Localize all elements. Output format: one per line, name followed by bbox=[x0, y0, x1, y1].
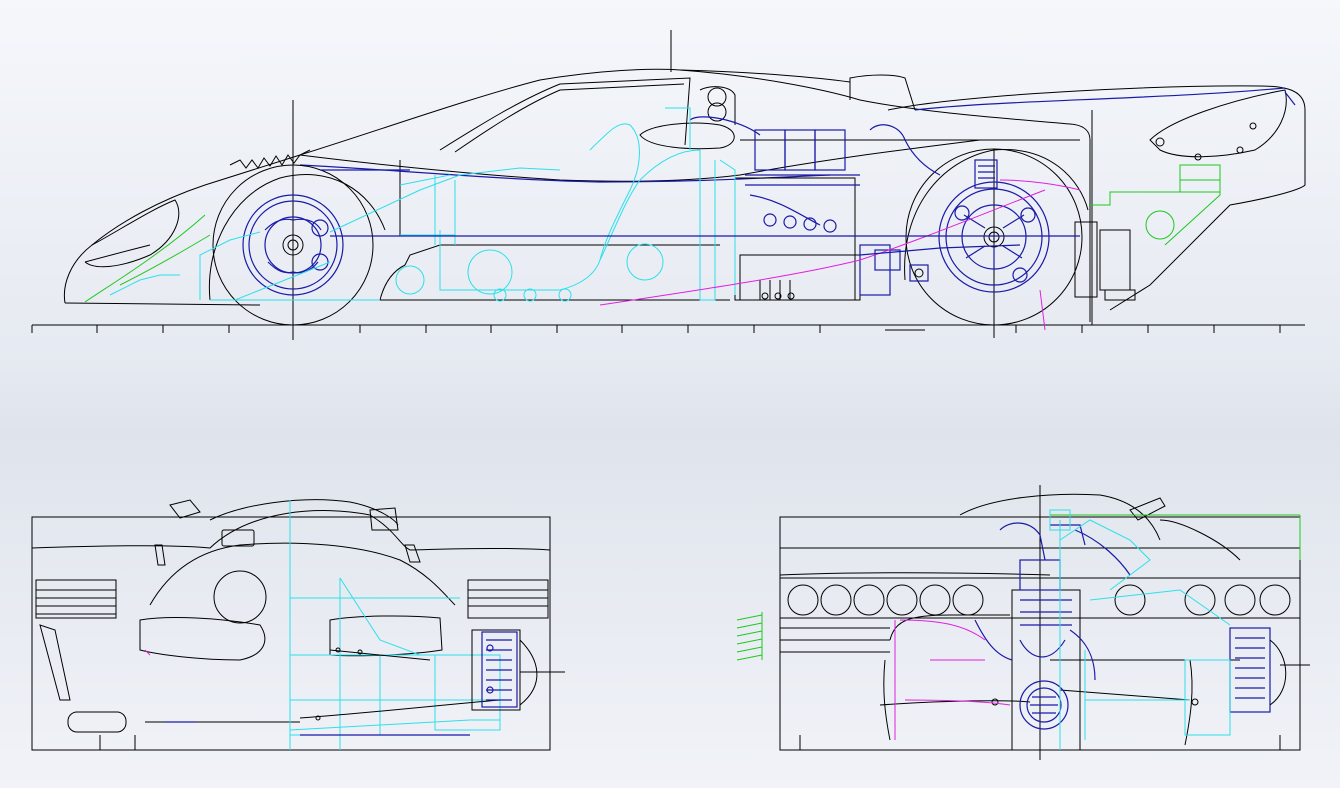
rear-wheel bbox=[904, 148, 1089, 326]
exhaust-line bbox=[599, 179, 1081, 331]
rear-wing bbox=[887, 85, 1306, 311]
rear-view bbox=[736, 485, 1310, 760]
front-wheel bbox=[208, 164, 386, 326]
windshield bbox=[439, 77, 691, 151]
chassis-structure bbox=[109, 107, 736, 302]
ground-ruler bbox=[31, 324, 1305, 333]
side-view bbox=[31, 30, 1306, 340]
body-outline bbox=[63, 68, 1091, 322]
front-view bbox=[31, 499, 565, 751]
engine-block bbox=[689, 116, 998, 301]
gearbox bbox=[1074, 164, 1221, 301]
